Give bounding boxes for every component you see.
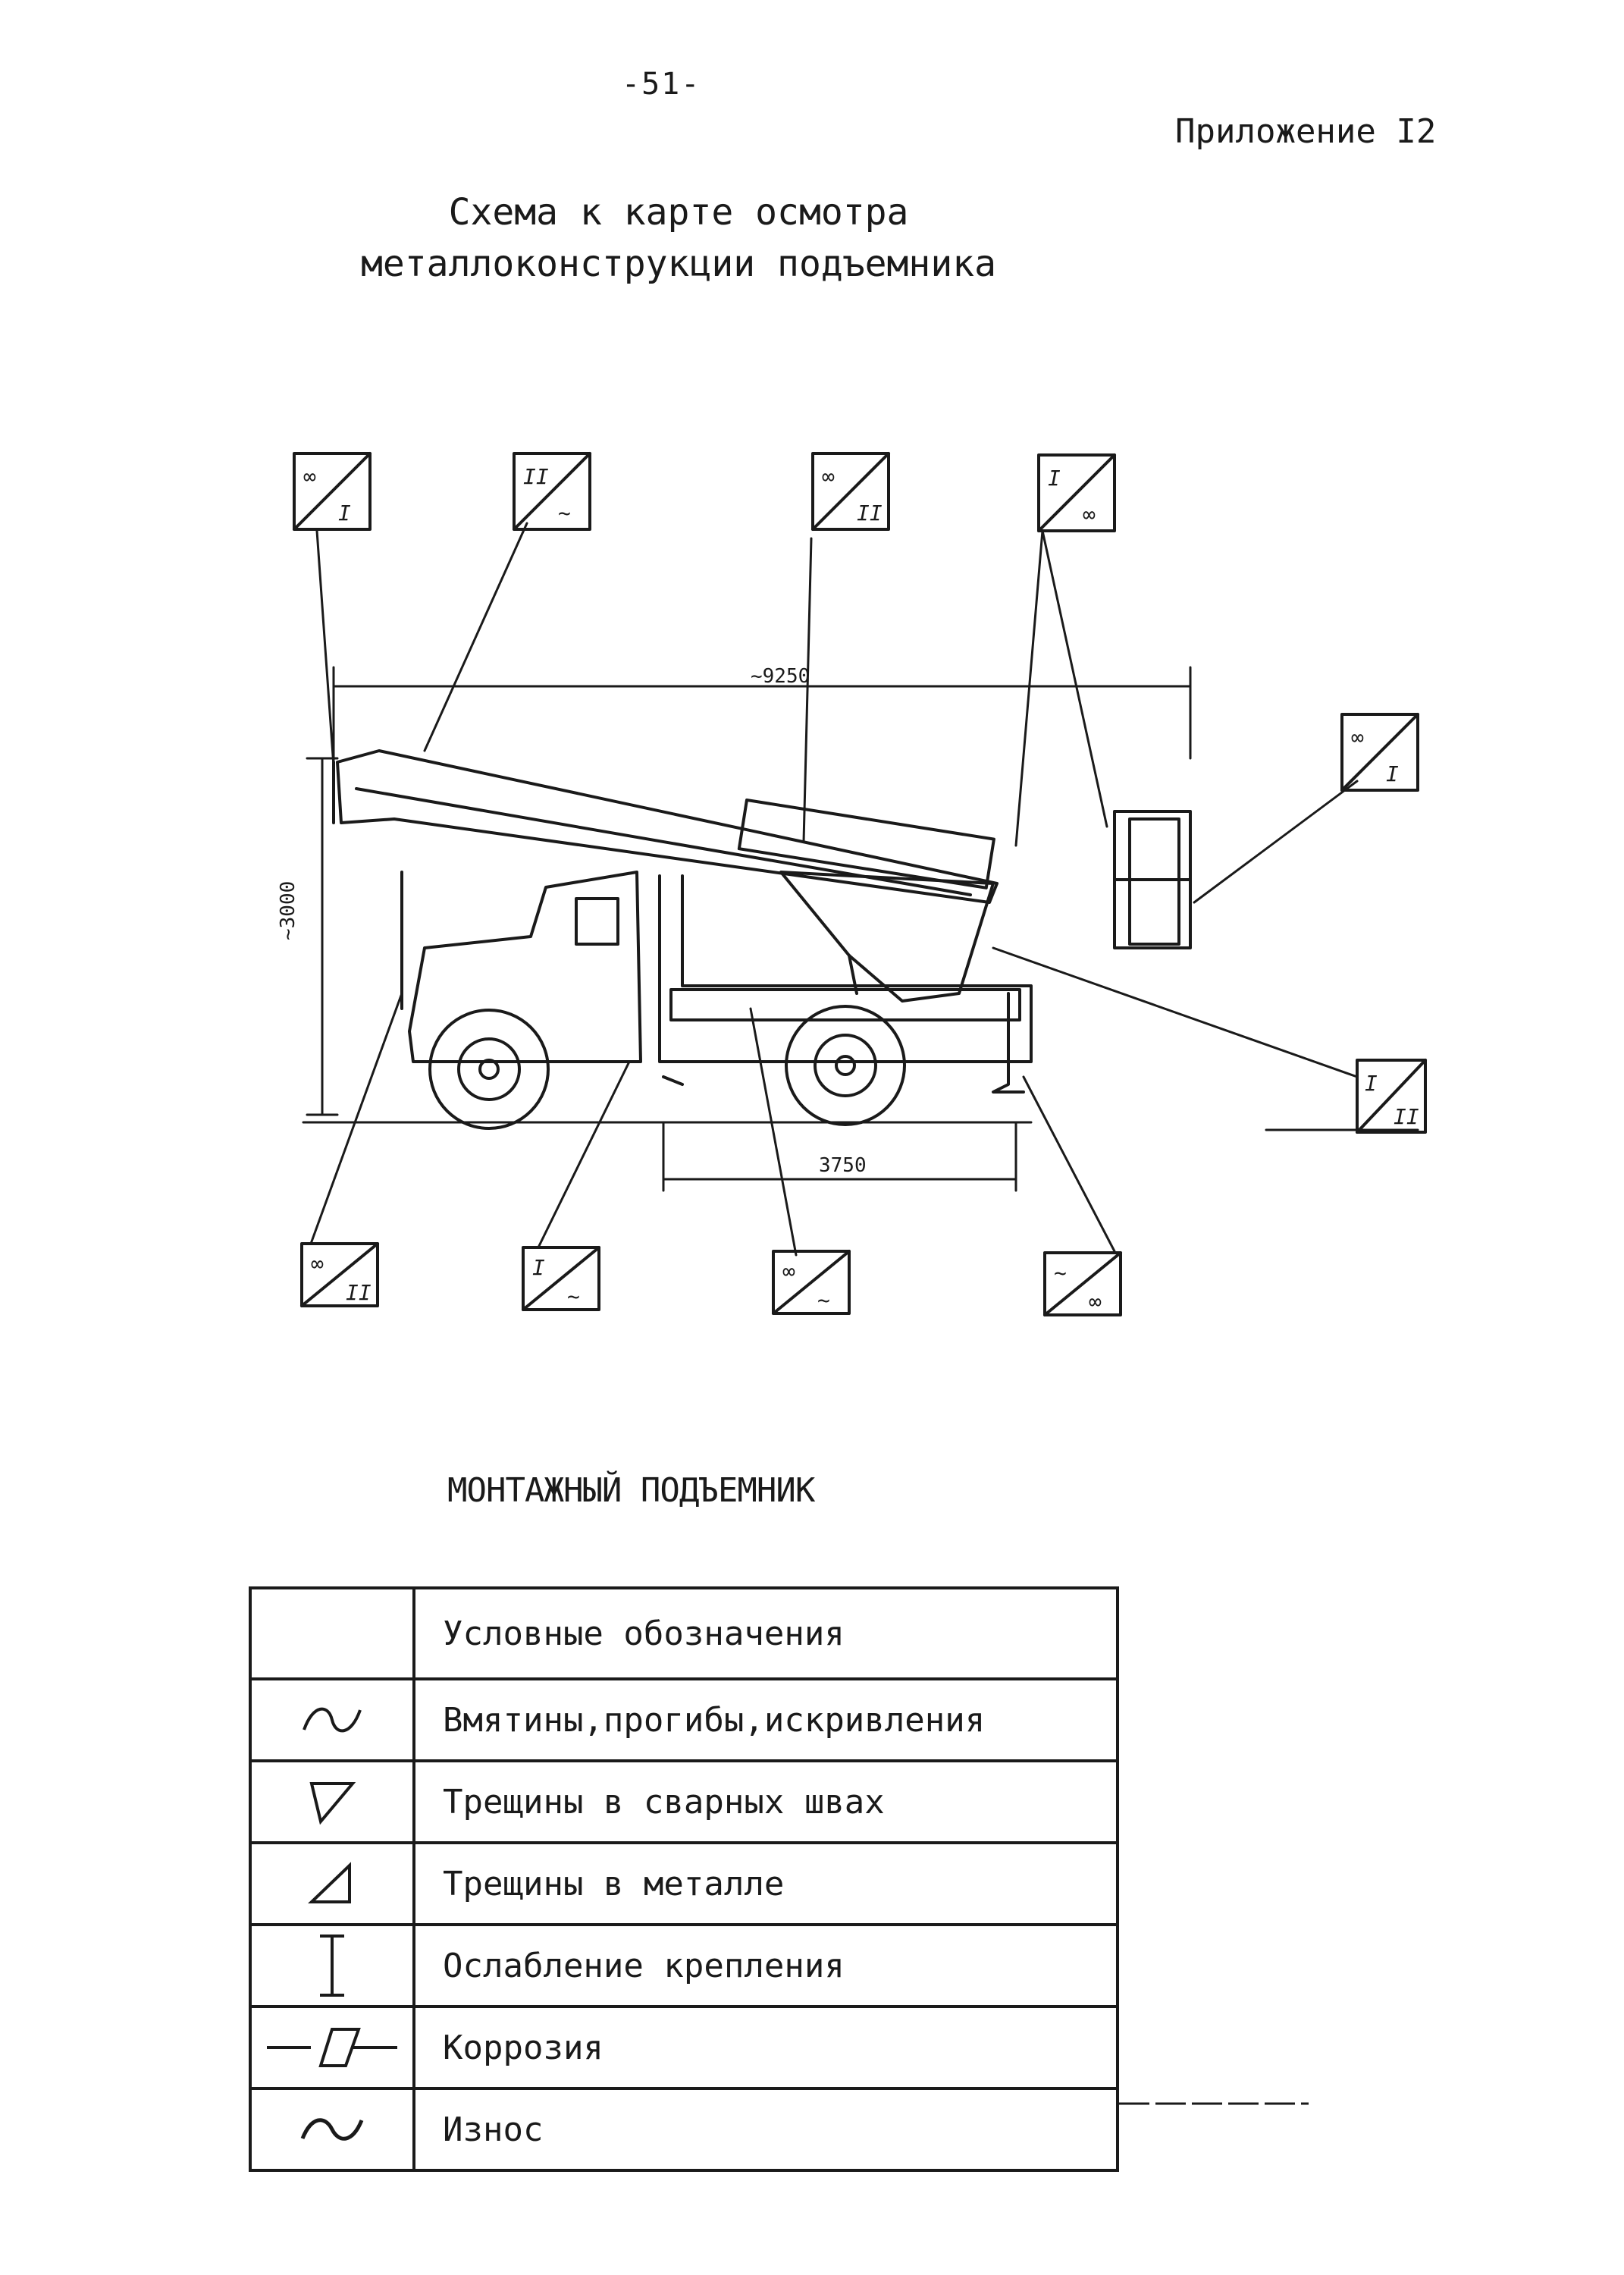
inspection-markers: ∞ I II ~ ∞ II I ∞ ∞ I I II: [293, 452, 1427, 1316]
svg-text:∞: ∞: [1351, 725, 1364, 750]
legend-symbol-cell: [249, 1586, 415, 1680]
marker-box: ∞ II: [300, 1242, 379, 1307]
wear-tilde-icon: [300, 2118, 364, 2141]
svg-text:II: II: [346, 1280, 372, 1305]
metal-crack-triangle-icon: [308, 1862, 351, 1903]
svg-text:II: II: [857, 500, 883, 526]
legend-label: Трещины в металле: [414, 1841, 1119, 1926]
dimension-wheelbase: 3750: [819, 1154, 867, 1177]
title-line-2: металлоконструкции подъемника: [360, 243, 997, 285]
svg-text:~: ~: [817, 1288, 830, 1313]
svg-text:∞: ∞: [311, 1251, 324, 1276]
legend-label: Ослабление крепления: [414, 1923, 1119, 2008]
leader-lines: [309, 522, 1359, 1257]
legend-row: Износ: [249, 2087, 1119, 2172]
loose-fastening-i-beam-icon: [320, 1935, 344, 1997]
svg-text:∞: ∞: [303, 464, 316, 489]
turntable: [779, 871, 995, 1003]
title-line-1: Схема к карте осмотра: [448, 191, 909, 234]
dimension-length: ~9250: [751, 665, 810, 688]
marker-box: ∞ I: [293, 452, 372, 531]
legend-label: Вмятины,прогибы,искривления: [414, 1677, 1119, 1762]
svg-text:~: ~: [1054, 1260, 1067, 1285]
svg-text:I: I: [1365, 1071, 1378, 1096]
legend-label: Коррозия: [414, 2005, 1119, 2090]
legend-row: Трещины в сварных швах: [249, 1759, 1119, 1844]
legend-row: Ослабление крепления: [249, 1923, 1119, 2008]
basket: [1113, 810, 1192, 949]
legend-table: Условные обозначения Вмятины,прогибы,иск…: [249, 1586, 1119, 2172]
svg-text:I: I: [338, 500, 351, 526]
svg-text:∞: ∞: [822, 464, 835, 489]
svg-text:∞: ∞: [782, 1259, 795, 1284]
truck: [400, 871, 1033, 1130]
appendix-label: Приложение I2: [1175, 112, 1437, 151]
legend-header-row: Условные обозначения: [249, 1586, 1119, 1680]
marker-box: I II: [1356, 1059, 1427, 1134]
svg-text:II: II: [523, 464, 549, 489]
page-number: -51-: [622, 67, 701, 102]
legend-label: Трещины в сварных швах: [414, 1759, 1119, 1844]
legend-row: Трещины в металле: [249, 1841, 1119, 1926]
svg-text:II: II: [1394, 1104, 1419, 1129]
legend-row: Вмятины,прогибы,искривления: [249, 1677, 1119, 1762]
legend-symbol-cell: [249, 1677, 415, 1762]
legend-symbol-cell: [249, 1841, 415, 1926]
svg-text:I: I: [1048, 466, 1061, 491]
legend-symbol-cell: [249, 2087, 415, 2172]
corrosion-parallelogram-icon: [267, 2028, 397, 2067]
marker-box: I ∞: [1037, 453, 1116, 532]
weld-crack-triangle-icon: [309, 1782, 356, 1825]
legend-row: Коррозия: [249, 2005, 1119, 2090]
figure-caption: МОНТАЖНЫЙ ПОДЪЕМНИК: [447, 1471, 815, 1510]
marker-box: I ~: [522, 1246, 600, 1311]
svg-text:∞: ∞: [1089, 1289, 1102, 1314]
legend-label: Износ: [414, 2087, 1119, 2172]
marker-box: ∞ II: [811, 452, 890, 531]
svg-text:∞: ∞: [1083, 502, 1096, 527]
svg-text:I: I: [532, 1255, 545, 1280]
legend-symbol-cell: [249, 1923, 415, 2008]
dimension-height: ~3000: [277, 881, 299, 940]
dent-curve-icon: [303, 1707, 362, 1733]
marker-box: ~ ∞: [1043, 1251, 1122, 1316]
svg-text:~: ~: [558, 500, 571, 526]
dimension-lines: [302, 666, 1419, 1192]
corrosion-extension-line: [1119, 2102, 1309, 2105]
lift-truck-diagram: ~9250 ~3000 3750: [277, 452, 1427, 1316]
svg-text:I: I: [1386, 761, 1399, 786]
marker-box: ∞ I: [1340, 713, 1419, 792]
marker-box: II ~: [513, 452, 591, 531]
marker-box: ∞ ~: [772, 1250, 851, 1315]
legend-symbol-cell: [249, 1759, 415, 1844]
legend-symbol-cell: [249, 2005, 415, 2090]
legend-header: Условные обозначения: [414, 1586, 1119, 1680]
svg-text:~: ~: [567, 1284, 580, 1309]
